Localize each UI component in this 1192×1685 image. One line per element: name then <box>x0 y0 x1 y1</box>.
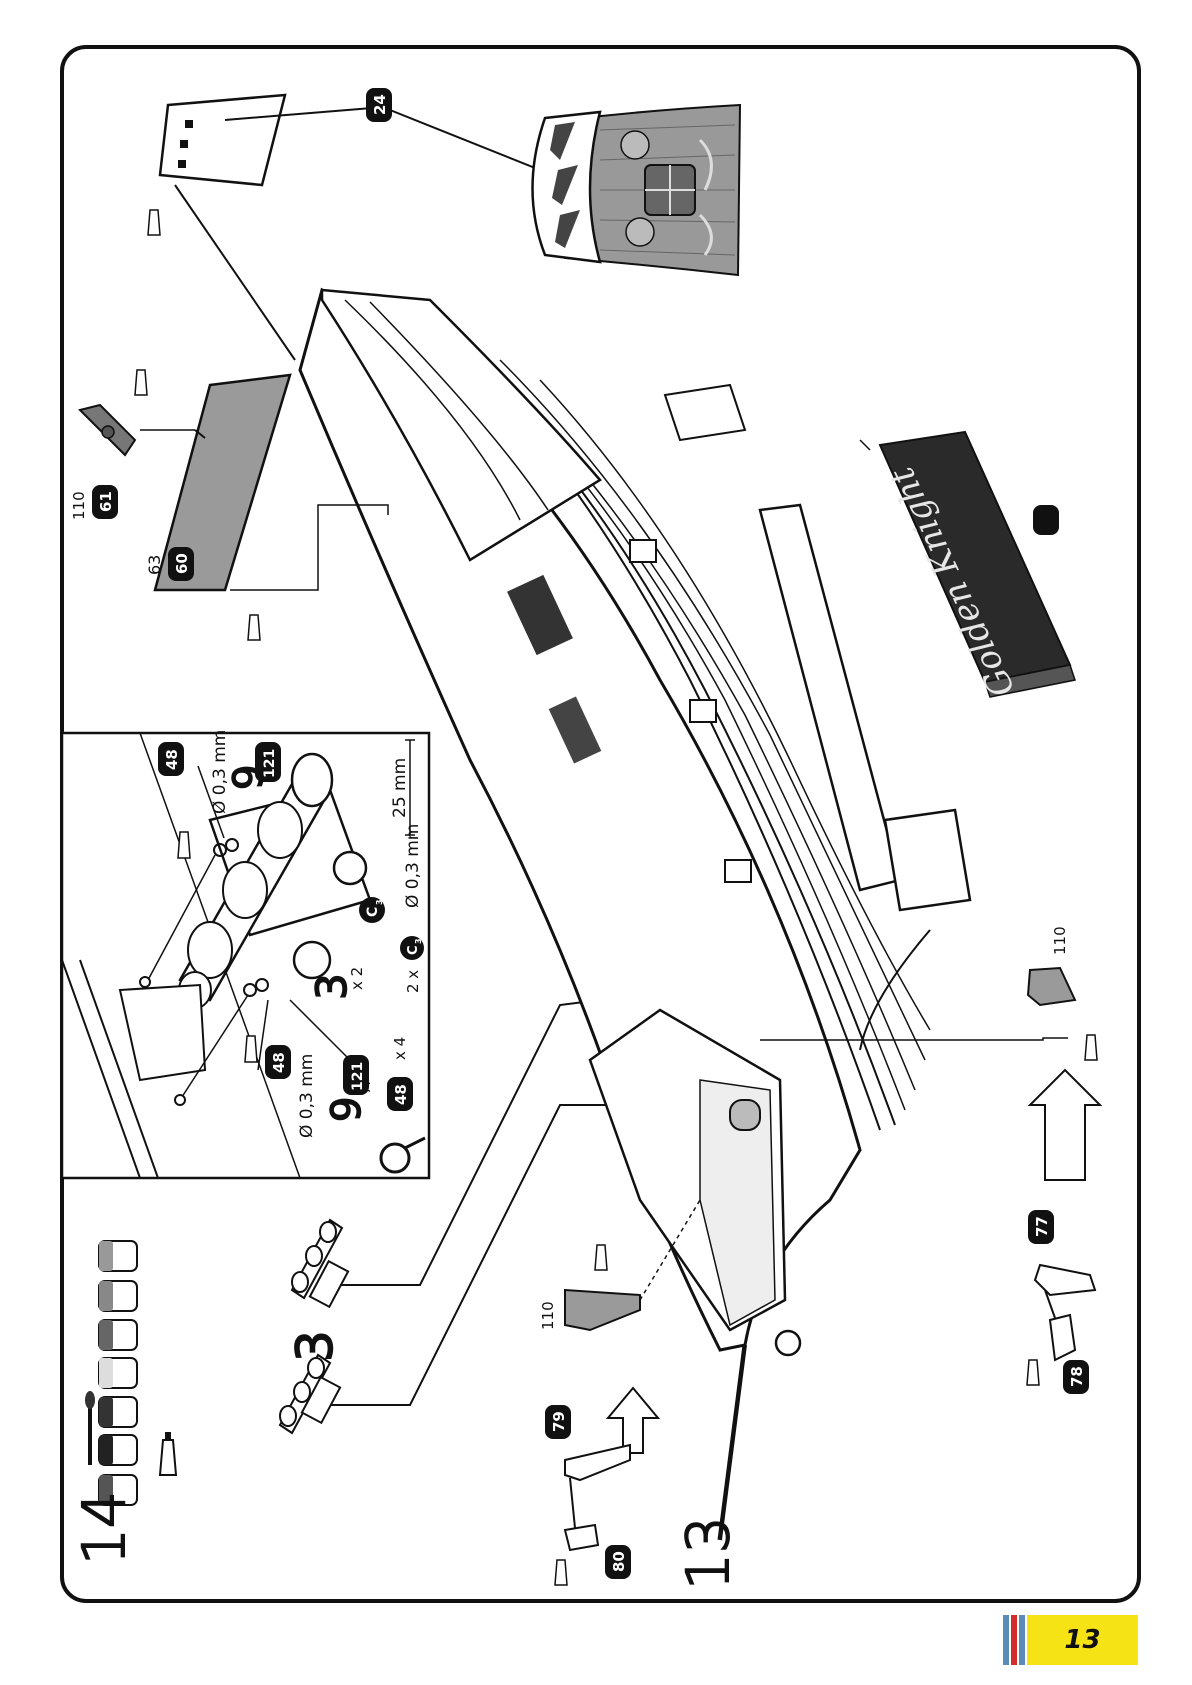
part-80 <box>565 1525 598 1550</box>
stripe-red <box>1011 1615 1017 1665</box>
length-25mm-label: 25 mm <box>390 758 410 818</box>
badge-80-text: 80 <box>610 1551 628 1572</box>
badge-121-top-text: 121 <box>262 749 278 778</box>
transom-part-24 <box>160 95 285 185</box>
glue-tube-icon <box>1027 1360 1039 1385</box>
part-110-right <box>1028 968 1075 1005</box>
wire-diameter-label-c3: Ø 0,3 mm <box>403 824 423 908</box>
arrow-80-to-79 <box>570 1478 575 1528</box>
glue-tube-icon <box>555 1560 567 1585</box>
part-c3-sub-upper: 3 <box>375 899 384 905</box>
wire-diameter-label-bottom: Ø 0,3 mm <box>297 1054 317 1138</box>
badge-60-text: 60 <box>173 553 191 574</box>
part-c3-letter-upper: C <box>365 907 381 917</box>
cannon-detail-inset <box>62 733 429 1178</box>
quantity-2x-label: 2 x <box>404 970 422 993</box>
quantity-x4-label: x 4 <box>391 1037 409 1060</box>
stripe-blue <box>1003 1615 1009 1665</box>
badge-48-ring-text: 48 <box>392 1084 410 1105</box>
step-number-13: 13 <box>674 1516 742 1590</box>
badge-121-bottom-text: 121 <box>350 1062 366 1091</box>
part-77 <box>1035 1265 1095 1295</box>
badge-48-mid-text: 48 <box>270 1052 288 1073</box>
arrow-right-up <box>1030 1070 1100 1180</box>
leader-transom <box>175 185 295 360</box>
badge-48-top-text: 48 <box>163 749 181 770</box>
coat-of-arms-panel <box>533 105 741 275</box>
glue-tube-icon <box>148 210 160 235</box>
step-number-14: 14 <box>70 1491 138 1565</box>
glue-tube-icon <box>160 1432 176 1475</box>
cannon-assembly-lower <box>280 1355 340 1433</box>
glue-tube-icon <box>248 615 260 640</box>
part-c3-letter-lower: C <box>406 945 421 955</box>
arrow-bottom-up <box>608 1388 658 1453</box>
page-number-tab: 13 <box>1003 1615 1138 1665</box>
badge-24-text: 24 <box>371 94 389 115</box>
badge-79-text: 79 <box>550 1411 568 1432</box>
part-9-label-bottom: 9 <box>324 1097 370 1122</box>
glue-tube-icon <box>135 370 147 395</box>
badge-61-text: 61 <box>97 491 115 512</box>
part-c3-sub-lower: 3 <box>414 938 423 944</box>
part-3-label-inset: 3 <box>307 973 356 1000</box>
badge-78-text: 78 <box>1068 1366 1086 1387</box>
part-110-bottom <box>565 1290 640 1330</box>
part-110-label-top: 110 <box>70 491 88 520</box>
part-79 <box>565 1445 630 1480</box>
part-78 <box>1050 1315 1075 1360</box>
leader-nameplate <box>860 440 870 450</box>
brush-icon <box>85 1391 95 1465</box>
part-63-label: 63 <box>145 555 164 575</box>
glue-tube-icon <box>595 1245 607 1270</box>
part-110-label-bottom: 110 <box>539 1301 557 1330</box>
bracket-61 <box>80 405 135 455</box>
nameplate-badge <box>1033 505 1059 535</box>
badge-77-text: 77 <box>1033 1216 1051 1237</box>
cannon-assembly-upper <box>292 1220 348 1307</box>
page-number: 13 <box>1027 1615 1138 1665</box>
paint-pots <box>99 1241 137 1505</box>
glue-tube-icon <box>1085 1035 1097 1060</box>
stripe-blue-2 <box>1019 1615 1025 1665</box>
part-110-label-right: 110 <box>1051 926 1069 955</box>
